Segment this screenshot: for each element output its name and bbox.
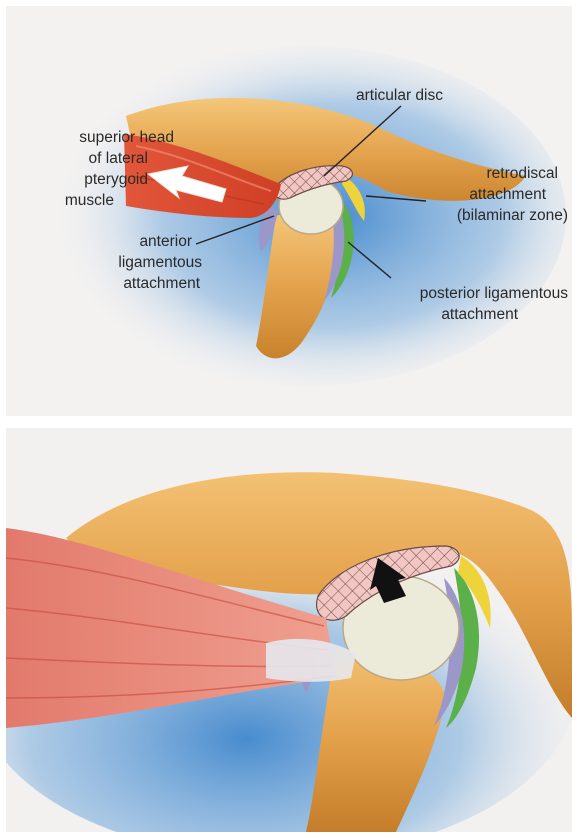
label-superior-head-3: pterygoid [84,171,148,188]
label-retrodiscal-2: attachment [469,186,546,203]
label-posterior-2: attachment [441,306,518,323]
tmj-closed-diagram: articular disc superior head of lateral … [6,6,572,416]
label-anterior-1: anterior [139,233,192,250]
label-anterior-2: ligamentous [118,254,202,271]
label-superior-head-1: superior head [79,129,174,146]
label-articular-disc: articular disc [356,87,443,104]
label-retrodiscal-3: (bilaminar zone) [457,207,568,224]
label-retrodiscal-1: retrodiscal [487,165,559,182]
bottom-panel-illustration [6,428,572,832]
label-anterior-3: attachment [123,275,200,292]
label-posterior-1: posterior ligamentous [420,285,568,302]
label-superior-head-2: of lateral [89,150,148,167]
tmj-open-diagram [6,428,572,832]
label-superior-head-4: muscle [65,192,114,209]
top-panel-illustration: articular disc superior head of lateral … [6,6,572,416]
